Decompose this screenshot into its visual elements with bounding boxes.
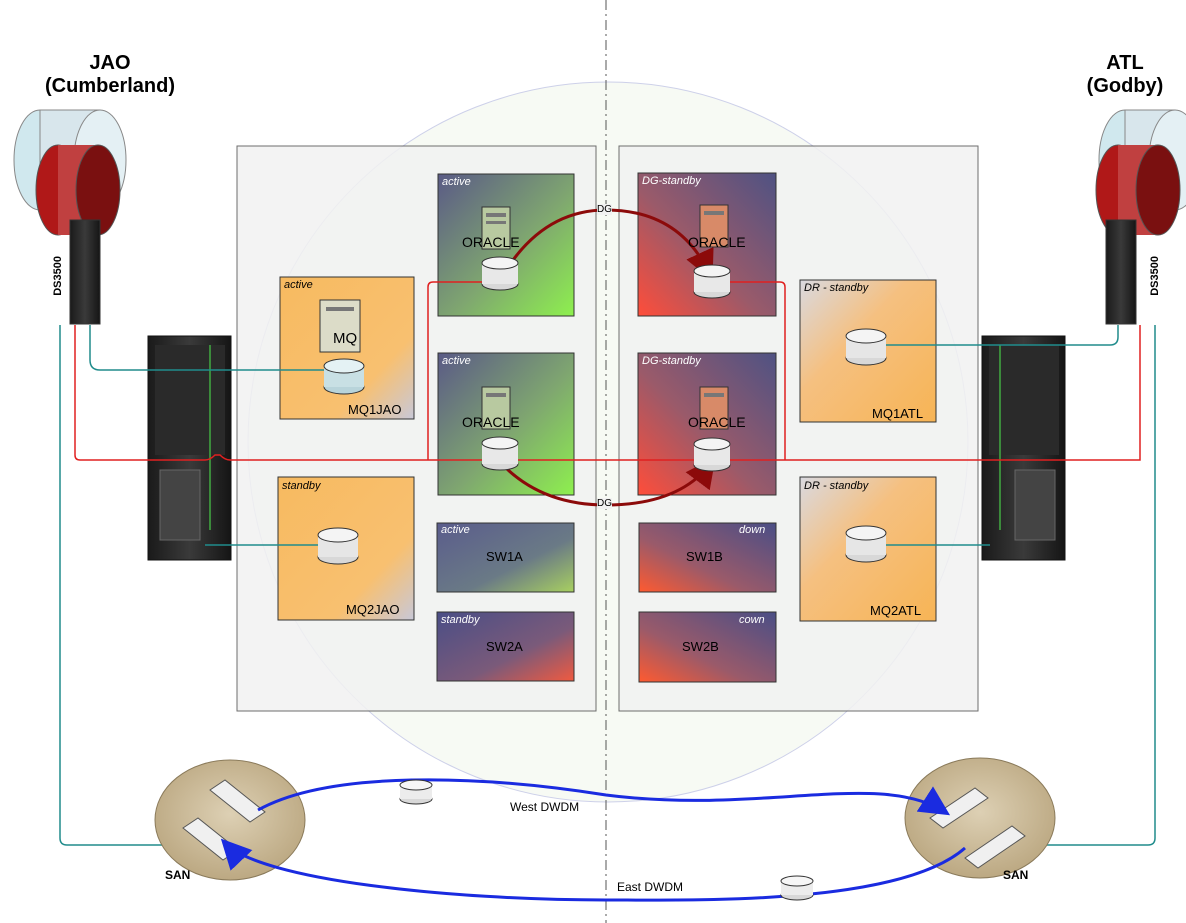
san-label-left: SAN (165, 868, 191, 882)
server-rack-right (981, 335, 1066, 561)
sw2b-box[interactable] (638, 611, 777, 683)
db-cylinder-mq2jao (317, 527, 359, 565)
dg-label-top: DG (597, 204, 612, 215)
name-sw1b: SW1B (686, 549, 723, 564)
west-dwdm-link (257, 778, 951, 816)
storage-right (1095, 109, 1186, 325)
name-mq2jao: MQ2JAO (346, 602, 400, 617)
sw2a-box[interactable] (436, 611, 575, 682)
san-switch-right (929, 787, 1026, 869)
storage-label-left: DS3500 (52, 256, 64, 296)
sw1a-box[interactable] (436, 522, 575, 593)
status-mq1jao: active (284, 279, 313, 291)
oracle-icon-1b (693, 204, 731, 299)
site-title-right: ATL (Godby) (1070, 52, 1180, 98)
storage-label-right: DS3500 (1149, 256, 1161, 296)
status-sw1b: down (739, 524, 766, 536)
server-rack-left (147, 335, 232, 561)
label-ora1a: ORACLE (462, 234, 520, 250)
east-dwdm-link (220, 838, 966, 902)
san-label-right: SAN (1003, 868, 1029, 882)
status-mq2jao: standby (282, 480, 321, 492)
status-sw1a: active (441, 524, 470, 536)
label-ora2a: ORACLE (462, 414, 520, 430)
storage-left (13, 109, 127, 325)
status-ora2a: active (442, 355, 471, 367)
sw1b-box[interactable] (638, 522, 777, 593)
status-ora1a: active (442, 176, 471, 188)
east-dwdm-label: East DWDM (617, 880, 683, 894)
name-mq1atl: MQ1ATL (872, 406, 924, 421)
dwdm-node-west (399, 779, 433, 805)
site-sub-right: (Godby) (1086, 75, 1164, 97)
label-ora1b: ORACLE (688, 234, 746, 250)
label-ora2b: ORACLE (688, 414, 746, 430)
mq-server-icon (319, 299, 365, 395)
site-sub-left: (Cumberland) (45, 75, 175, 97)
name-mq1jao: MQ1JAO (348, 402, 402, 417)
status-ora1b: DG-standby (642, 175, 701, 187)
mq-icon-label: MQ (333, 330, 358, 347)
db-cylinder-mq1atl (845, 328, 887, 366)
oracle-icon-2b (693, 386, 731, 472)
status-ora2b: DG-standby (642, 355, 701, 367)
name-sw1a: SW1A (486, 549, 523, 564)
status-sw2a: standby (441, 614, 480, 626)
site-name-right: ATL (1106, 52, 1144, 74)
oracle-icon-2a (481, 386, 519, 471)
oracle-icon-1a (481, 206, 519, 291)
site-name-left: JAO (89, 52, 131, 74)
name-mq2atl: MQ2ATL (870, 603, 922, 618)
west-dwdm-label: West DWDM (510, 800, 580, 814)
name-sw2b: SW2B (682, 639, 719, 654)
dg-label-bottom: DG (597, 498, 612, 509)
status-mq1atl: DR - standby (804, 282, 869, 294)
name-sw2a: SW2A (486, 639, 523, 654)
dwdm-node-east (780, 875, 814, 901)
db-cylinder-mq2atl (845, 525, 887, 563)
teal-links (59, 325, 1156, 846)
status-sw2b: cown (739, 614, 765, 626)
san-disk-left (154, 759, 306, 881)
site-title-left: JAO (Cumberland) (40, 52, 180, 98)
status-mq2atl: DR - standby (804, 480, 869, 492)
